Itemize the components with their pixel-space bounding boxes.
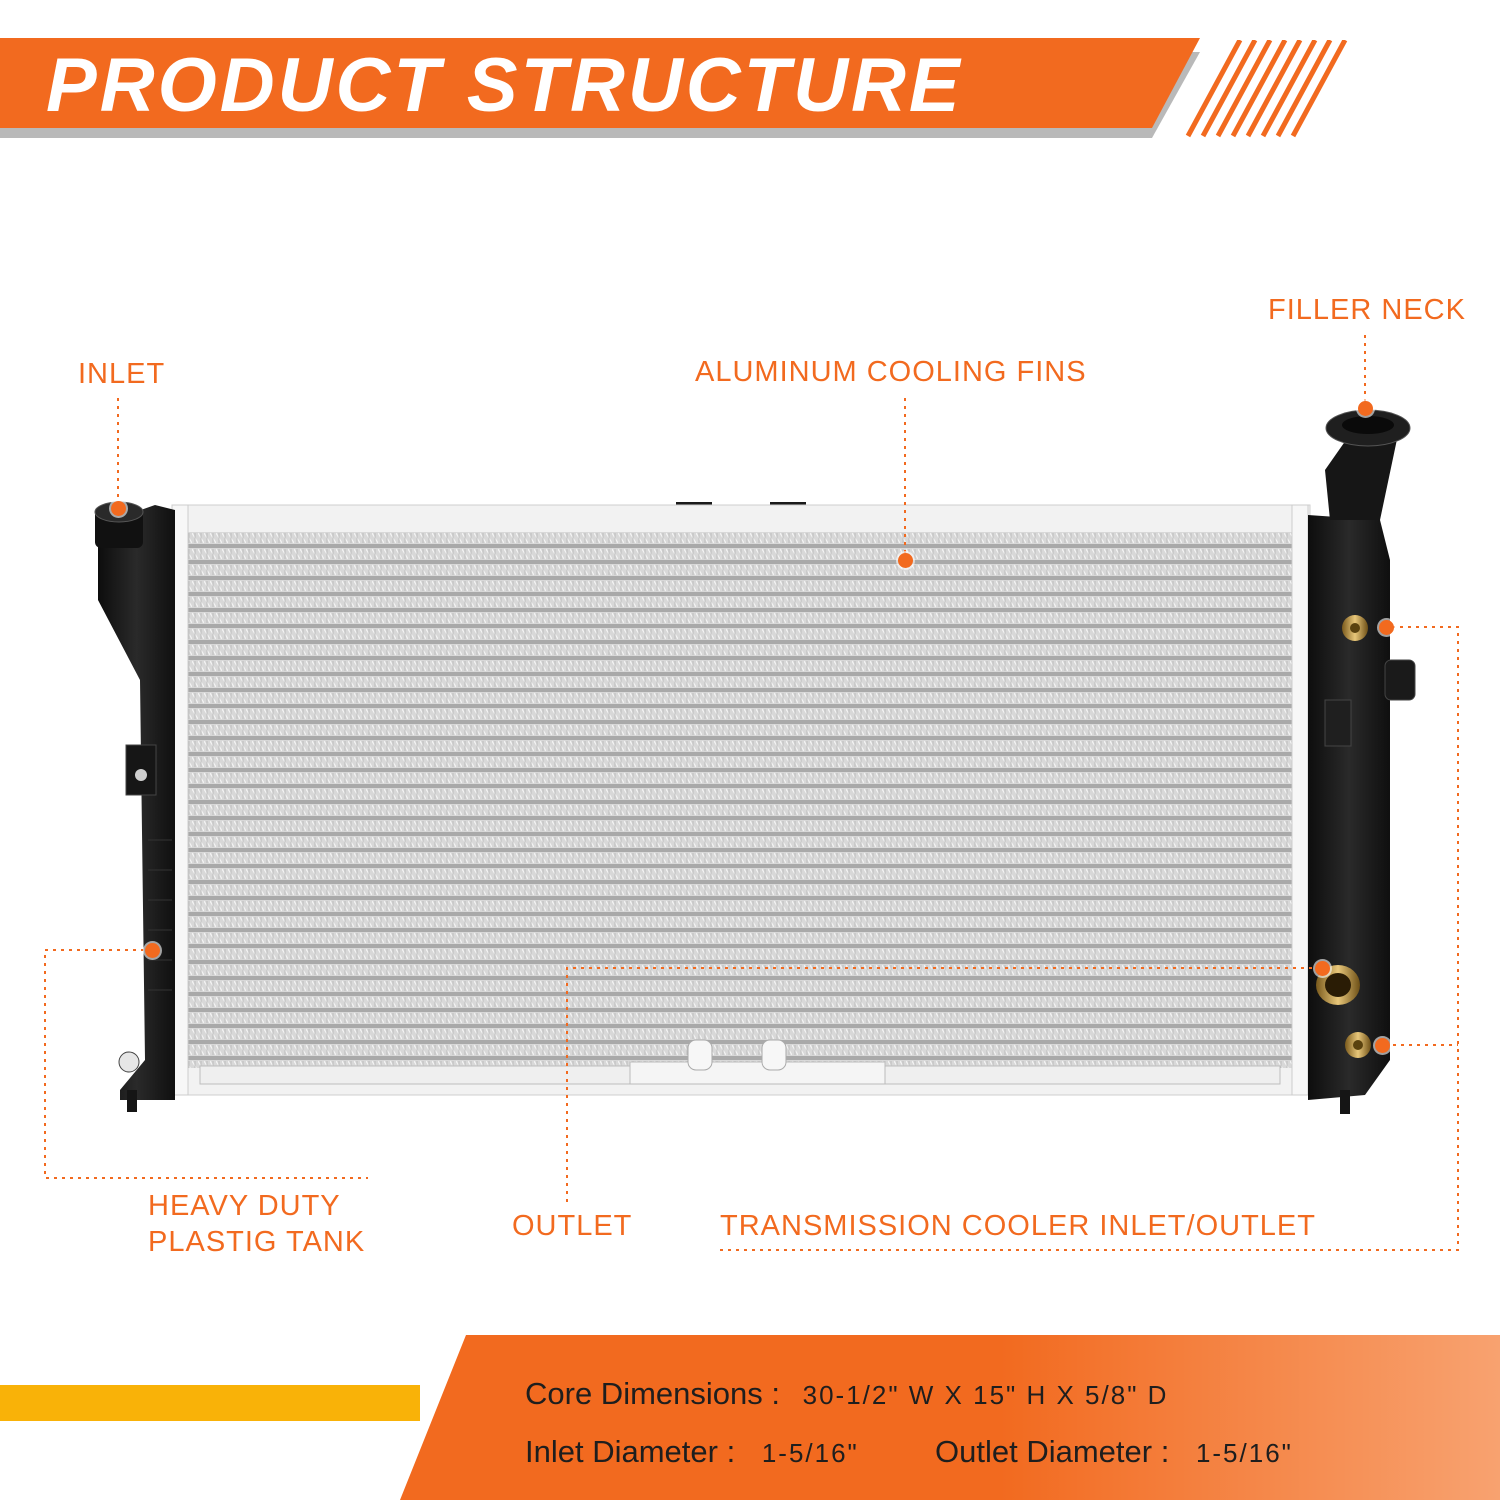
right-tank (1308, 409, 1416, 1114)
spec-panel (400, 1335, 1500, 1500)
spec-panel-highlight (1000, 1335, 1500, 1500)
transmission-cooler-label: TRANSMISSION COOLER INLET/OUTLET (720, 1210, 1316, 1242)
filler-neck-label: FILLER NECK (1268, 294, 1466, 326)
bottom-bracket (199, 1039, 1281, 1085)
outlet-marker (1315, 961, 1330, 976)
core-dimensions-value: 30-1/2" W X 15" H X 5/8" D (802, 1380, 1169, 1410)
core-dimensions: Core Dimensions : 30-1/2" W X 15" H X 5/… (525, 1374, 1168, 1415)
inlet-diameter-value: 1-5/16" (761, 1438, 859, 1468)
outlet-diameter: Outlet Diameter : 1-5/16" (935, 1432, 1293, 1473)
inlet-marker (111, 501, 126, 516)
tank-marker (145, 943, 160, 958)
fins-marker (898, 553, 913, 568)
banner-stripes-icon (1185, 40, 1348, 138)
trans-cooler-marker-top (1379, 620, 1394, 635)
filler-neck-marker (1358, 401, 1373, 416)
tank-label-line1: HEAVY DUTY (148, 1190, 341, 1222)
cooling-fins-label: ALUMINUM COOLING FINS (695, 356, 1087, 388)
trans-cooler-marker-bottom (1375, 1038, 1390, 1053)
tank-label-line2: PLASTIG TANK (148, 1226, 366, 1258)
title-banner (0, 38, 1200, 128)
outlet-diameter-value: 1-5/16" (1195, 1438, 1293, 1468)
outlet-label: OUTLET (512, 1210, 633, 1242)
outlet-diameter-label: Outlet Diameter : (935, 1434, 1170, 1469)
inlet-diameter: Inlet Diameter : 1-5/16" (525, 1432, 859, 1473)
accent-bar (0, 1385, 420, 1421)
inlet-diameter-label: Inlet Diameter : (525, 1434, 736, 1469)
page-title: PRODUCT STRUCTURE (46, 43, 963, 128)
core-dimensions-label: Core Dimensions : (525, 1376, 780, 1411)
inlet-label: INLET (78, 358, 166, 390)
cooling-fins (188, 532, 1292, 1068)
